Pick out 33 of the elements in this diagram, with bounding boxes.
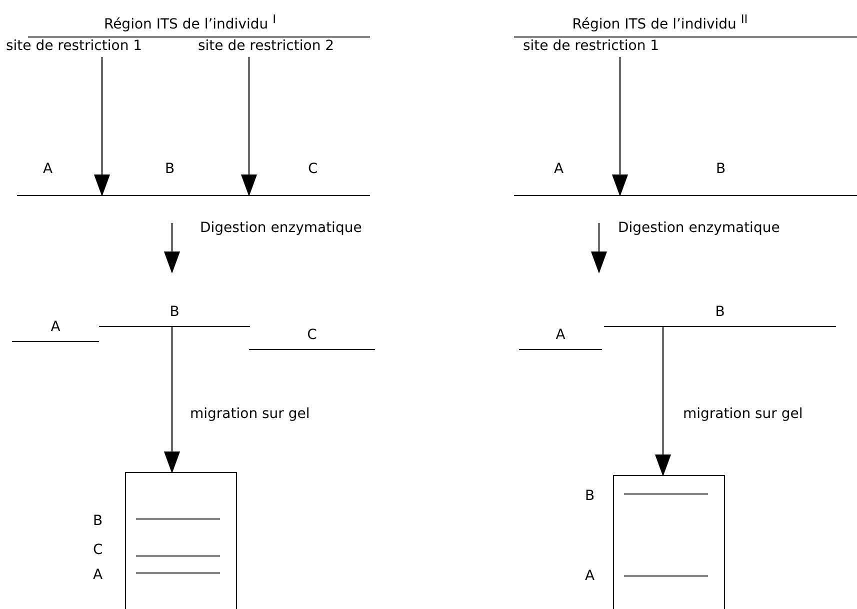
segment-label: B [716, 160, 726, 178]
section-title: Région ITS de l’individu $^{II}$ [572, 11, 748, 34]
fragment-label: B [170, 304, 180, 320]
gel-lane [125, 472, 237, 609]
site-label: site de restriction 2 [198, 37, 376, 57]
edge-label: migration sur gel [683, 405, 803, 423]
band-label: A [585, 567, 595, 585]
gel-lane [613, 475, 725, 609]
fragment-label: C [307, 327, 317, 343]
segment-label: A [43, 160, 53, 178]
arrow [590, 223, 608, 274]
segment-label: B [165, 160, 175, 178]
arrow [94, 57, 110, 196]
edge-label: Digestion enzymatique [200, 219, 362, 237]
arrow [654, 327, 672, 476]
segment-label: C [308, 160, 318, 178]
fragment-label: B [715, 304, 725, 320]
arrow [240, 57, 258, 196]
arrow [612, 57, 628, 196]
band-label: B [93, 512, 103, 530]
edge-label: migration sur gel [190, 405, 310, 423]
band-label: B [585, 487, 595, 505]
band-label: A [93, 566, 103, 584]
arrow [164, 327, 180, 474]
edge-label: Digestion enzymatique [618, 219, 780, 237]
section-title: Région ITS de l’individu $^{I}$ [104, 11, 276, 34]
fragment-label: A [50, 319, 60, 335]
arrow [164, 223, 180, 274]
fragment-label: A [556, 327, 566, 343]
site-label: site de restriction 1 [523, 37, 699, 57]
site-label: site de restriction 1 [6, 37, 182, 57]
band-label: C [93, 541, 103, 559]
segment-label: A [554, 160, 564, 178]
